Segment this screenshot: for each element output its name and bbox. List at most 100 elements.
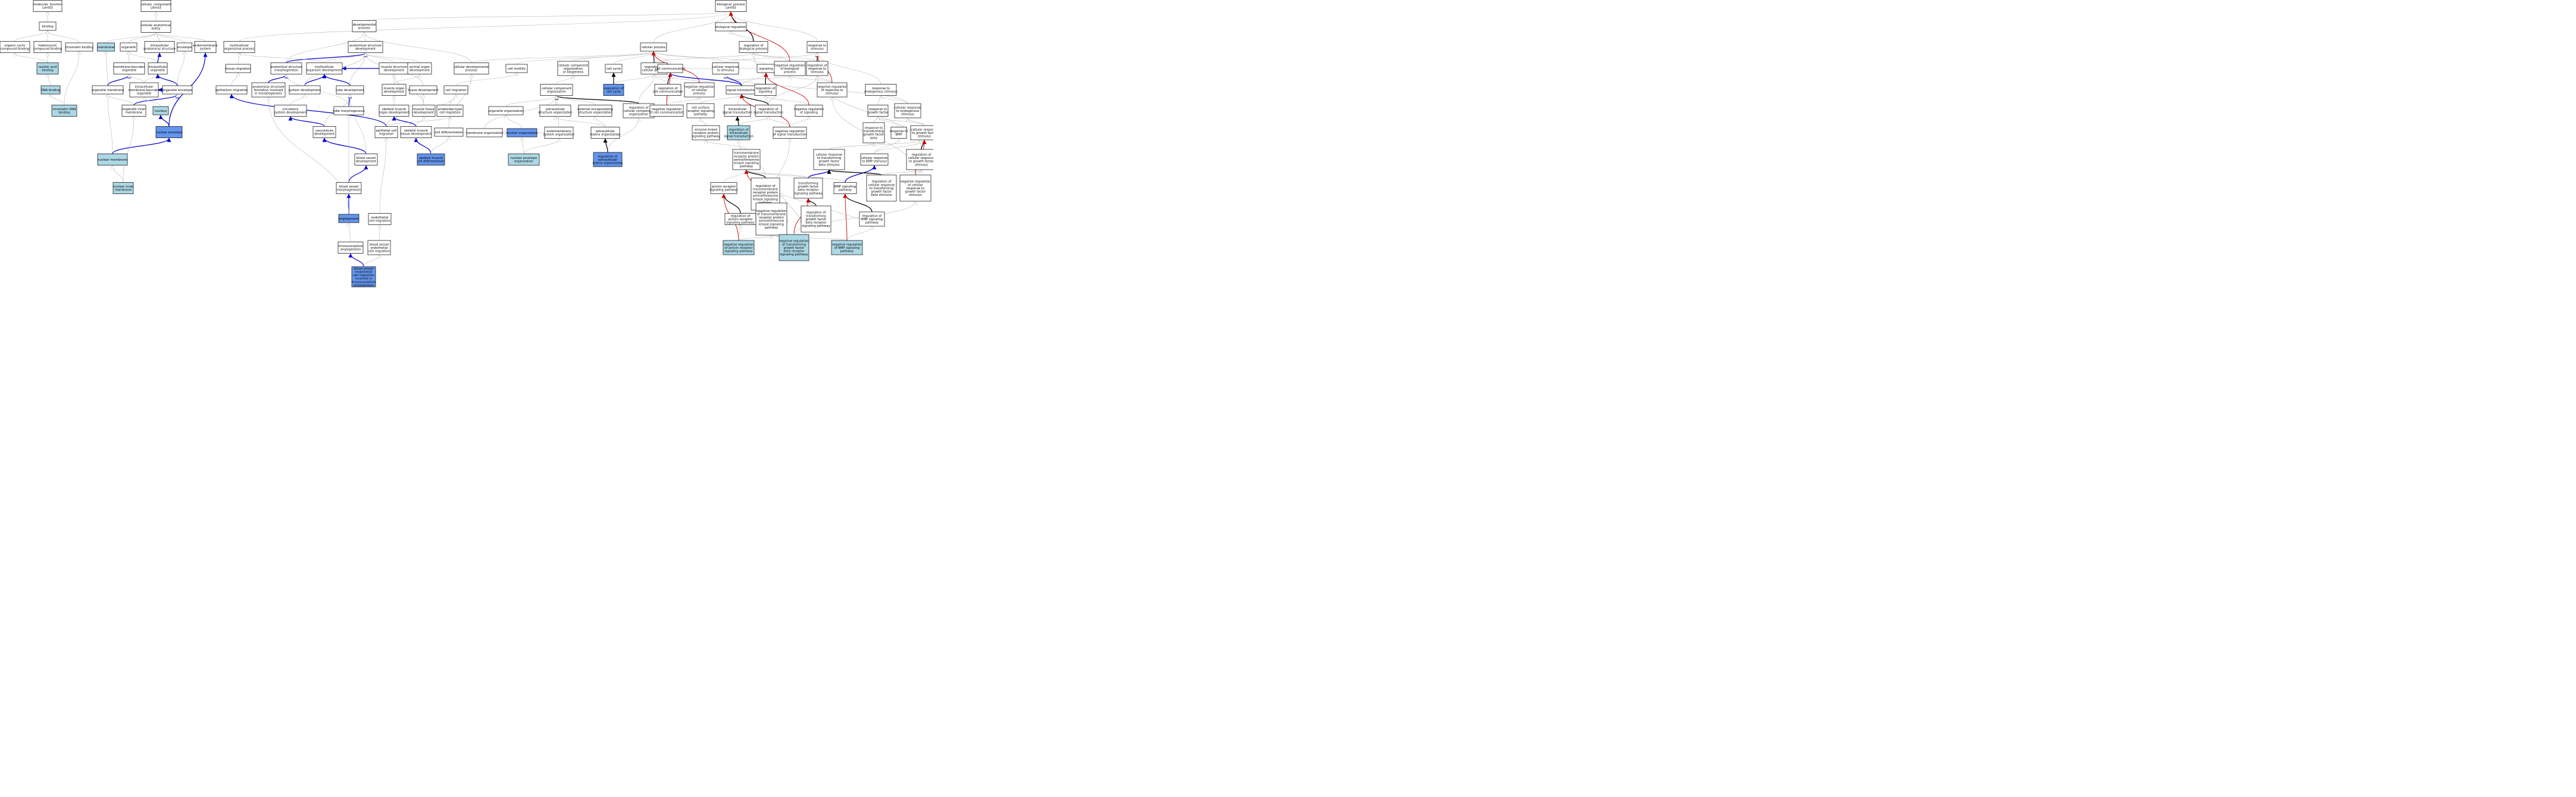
term-node-binding[interactable]: binding — [39, 21, 57, 31]
term-node-ccom[interactable]: cell communication — [655, 64, 686, 73]
term-node-tm[interactable]: tissue migration — [225, 64, 251, 73]
term-node-sd[interactable]: system development — [289, 85, 321, 95]
term-node-cmig[interactable]: cell migration — [443, 85, 468, 95]
term-node-tubed[interactable]: tube development — [336, 85, 364, 95]
term-node-cmot[interactable]: cell motility — [505, 64, 528, 73]
term-node-ne[interactable]: nuclear envelope — [156, 126, 183, 138]
term-node-nm[interactable]: nuclear membrane — [97, 154, 128, 165]
term-node-cdiff[interactable]: cell differentiation — [434, 127, 464, 137]
term-node-chb[interactable]: chromatin binding — [65, 42, 93, 52]
term-node-st[interactable]: signal transduction — [726, 85, 758, 95]
term-node-memorg[interactable]: membrane organization — [466, 128, 503, 137]
term-node-nucleus[interactable]: nucleus — [152, 106, 169, 115]
term-node-em[interactable]: epithelium migration — [215, 85, 248, 95]
term-node-breg[interactable]: biological regulation — [715, 22, 747, 32]
term-node-om[interactable]: organelle membrane — [92, 85, 124, 95]
term-node-envelope[interactable]: envelope — [177, 42, 192, 52]
term-node-angio[interactable]: angiogenesis — [338, 214, 359, 223]
term-node-oo[interactable]: organelle organization — [488, 106, 524, 115]
term-node-organelle[interactable]: organelle — [120, 42, 137, 52]
term-node-dnab[interactable]: DNA binding — [40, 85, 61, 95]
term-node-ccyc[interactable]: cell cycle — [605, 64, 623, 73]
term-node-signaling[interactable]: signaling — [756, 64, 776, 73]
term-node-membrane[interactable]: membrane — [97, 42, 115, 52]
term-node-tubem[interactable]: tube morphogenesis — [333, 106, 365, 115]
term-node-oe[interactable]: organelle envelope — [162, 85, 193, 95]
term-node-cp[interactable]: cellular process — [640, 42, 667, 52]
